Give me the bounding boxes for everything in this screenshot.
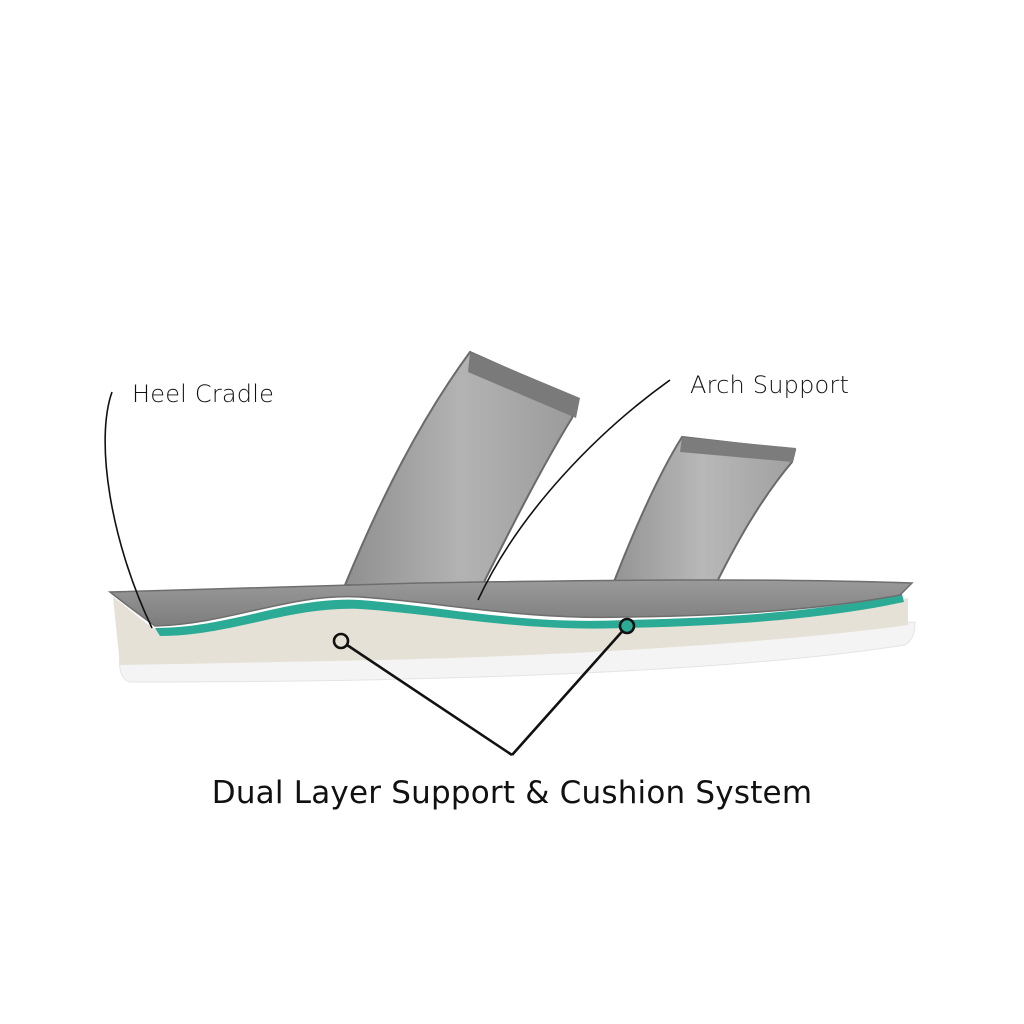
footbed-top-layer xyxy=(107,579,914,627)
arch-support-leader-line xyxy=(477,379,671,601)
front-strap xyxy=(608,435,797,593)
arch-support-label: Arch Support xyxy=(690,371,850,399)
rear-strap xyxy=(343,350,580,592)
teal-support-layer xyxy=(155,594,904,636)
heel-cradle-label: Heel Cradle xyxy=(132,380,275,408)
support-callout-marker xyxy=(618,617,636,635)
cushion-callout-marker xyxy=(332,632,350,650)
heel-cradle-leader-line xyxy=(104,391,153,629)
cushion-layer xyxy=(113,597,908,665)
diagram-caption: Dual Layer Support & Cushion System xyxy=(211,775,813,811)
cushion-callout-line xyxy=(340,639,513,757)
support-callout-line xyxy=(511,625,628,756)
